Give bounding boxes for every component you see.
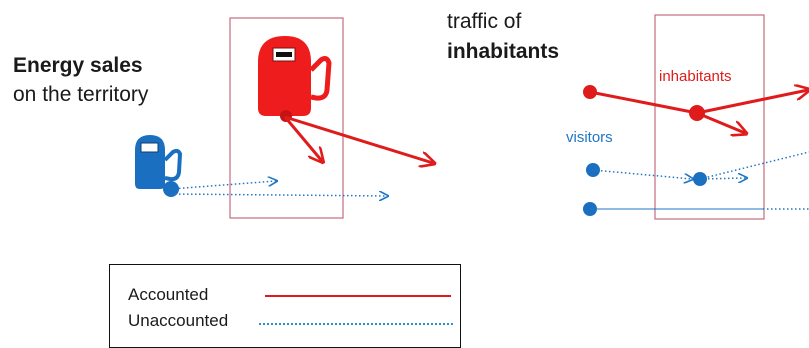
legend-unaccounted-line xyxy=(259,323,453,325)
traffic-title-line1: traffic of xyxy=(447,10,522,33)
energy-sales-title: Energy sales xyxy=(13,54,143,77)
fuel-pump-red-icon xyxy=(258,36,332,122)
inhabitants-label: inhabitants xyxy=(659,68,732,85)
legend-box: Accounted Unaccounted xyxy=(109,264,461,348)
legend-unaccounted-label: Unaccounted xyxy=(128,311,229,330)
unaccounted-arrow-short xyxy=(170,181,276,190)
fuel-pump-blue-icon xyxy=(135,135,183,197)
inhabitant-flow-down xyxy=(696,111,745,133)
unaccounted-arrow-long xyxy=(170,194,387,196)
accounted-arrow-right xyxy=(284,115,433,163)
visitors-label: visitors xyxy=(566,129,613,146)
visitor-flow-long xyxy=(699,151,809,180)
right-boundary-box xyxy=(654,14,765,220)
inhabitant-flow-in xyxy=(589,90,698,115)
traffic-title-line2: inhabitants xyxy=(447,40,560,63)
visitor-flow-in xyxy=(592,169,692,179)
left-boundary-box xyxy=(229,17,344,219)
accounted-arrow-down xyxy=(283,116,322,161)
legend-accounted-label: Accounted xyxy=(128,285,209,304)
legend-accounted-line xyxy=(265,295,451,297)
energy-sales-subtitle: on the territory xyxy=(13,83,149,106)
inhabitant-flow-out xyxy=(696,90,808,115)
